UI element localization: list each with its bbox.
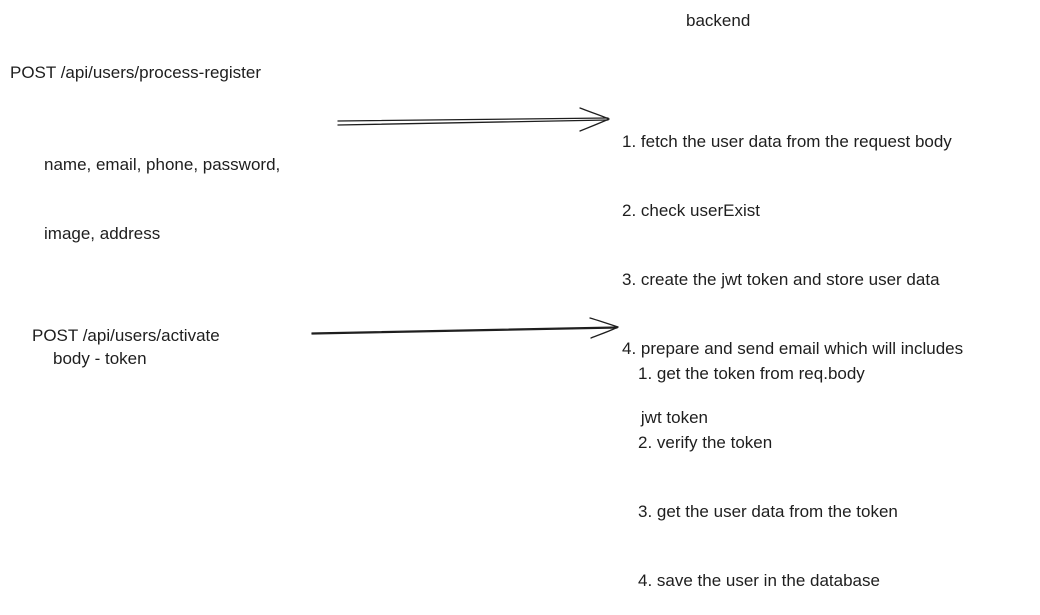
activate-input-body: body - token (53, 349, 147, 368)
register-step: 3. create the jwt token and store user d… (622, 270, 940, 289)
activate-step: 3. get the user data from the token (638, 502, 898, 521)
activate-arrow (311, 317, 619, 339)
diagram-title: backend (686, 11, 751, 30)
register-step: 2. check userExist (622, 201, 760, 220)
activate-step: 4. save the user in the database (638, 571, 880, 590)
register-steps-list: 1. fetch the user data from the request … (622, 84, 963, 452)
activate-endpoint-label: POST /api/users/activate (32, 326, 220, 345)
activate-step: 2. verify the token (638, 433, 773, 452)
register-endpoint-label: POST /api/users/process-register (10, 63, 261, 82)
activate-step: 1. get the token from req.body (638, 364, 865, 383)
activate-steps-list: 1. get the token from req.body 2. verify… (638, 316, 898, 615)
register-arrow (337, 107, 610, 132)
register-input-line: image, address (44, 224, 161, 243)
register-input-fields: name, email, phone, password, image, add… (44, 107, 280, 268)
register-input-line: name, email, phone, password, (44, 155, 281, 174)
register-step: 4. prepare and send email which will inc… (622, 339, 964, 358)
register-step: 1. fetch the user data from the request … (622, 132, 952, 151)
